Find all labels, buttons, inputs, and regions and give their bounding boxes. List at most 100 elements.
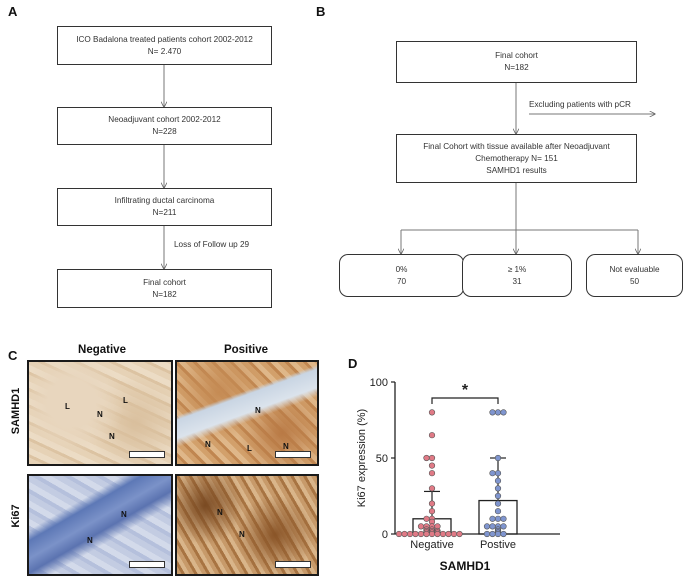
column-title-positive: Positive	[223, 344, 269, 356]
micrograph-ki67-negative: N N	[27, 474, 173, 576]
data-point	[494, 454, 502, 462]
outcome-value: 31	[512, 276, 522, 286]
box-line: N= 2.470	[147, 46, 182, 56]
data-point	[428, 462, 436, 469]
scale-bar	[129, 561, 165, 568]
tissue-mark: N	[205, 440, 211, 449]
data-point	[489, 515, 496, 522]
scale-bar	[275, 561, 311, 568]
panel-letter-d: D	[348, 356, 358, 371]
tissue-mark: L	[247, 444, 252, 453]
scale-bar	[129, 451, 165, 458]
data-point	[428, 530, 436, 538]
flow-box-final-cohort-b: Final cohort N=182	[396, 41, 637, 83]
data-point	[500, 523, 507, 530]
column-title-negative: Negative	[78, 344, 126, 356]
data-point	[417, 523, 425, 530]
data-point	[445, 530, 452, 538]
data-point	[489, 530, 496, 538]
data-point	[412, 530, 419, 538]
data-point	[494, 485, 502, 492]
x-tick-label: Postive	[480, 539, 516, 551]
data-point	[434, 530, 441, 538]
tissue-mark: N	[217, 508, 223, 517]
data-point	[417, 530, 425, 538]
data-point	[401, 530, 408, 538]
tissue-mark: L	[123, 396, 128, 405]
data-point	[494, 515, 502, 522]
box-line: N=182	[504, 63, 529, 72]
box-line: N=211	[152, 208, 177, 217]
data-point	[406, 530, 414, 538]
data-point	[395, 530, 403, 538]
data-point	[500, 530, 507, 538]
data-point	[494, 530, 502, 538]
data-point	[428, 485, 436, 492]
x-axis-label: SAMHD1	[440, 559, 491, 573]
row-label-samhd1: SAMHD1	[10, 387, 22, 435]
data-point	[423, 530, 430, 538]
panel-letter-c: C	[8, 348, 18, 363]
data-point	[428, 432, 436, 439]
flowchart-connectors	[0, 65, 685, 340]
flow-box-final-cohort-a: Final cohort N=182	[57, 269, 272, 308]
micrograph-samhd1-positive: N N L N	[175, 360, 319, 466]
data-point	[494, 492, 502, 500]
y-tick-label: 0	[382, 529, 388, 541]
data-point	[489, 409, 496, 416]
data-point	[483, 523, 491, 530]
box-line: Final cohort	[495, 51, 538, 60]
data-point	[428, 409, 436, 416]
data-point	[500, 409, 507, 416]
box-line: N=228	[152, 127, 177, 136]
data-point	[494, 477, 502, 484]
panel-letter-a: A	[8, 4, 18, 19]
data-point	[500, 515, 507, 522]
box-line: Chemotherapy N= 151	[475, 153, 558, 163]
outcome-box-positive: ≥ 1% 31	[462, 254, 572, 297]
loss-followup-note: Loss of Follow up 29	[174, 240, 250, 249]
box-line: Infiltrating ductal carcinoma	[114, 196, 215, 205]
outcome-label: Not evaluable	[609, 264, 660, 274]
y-tick-label: 100	[370, 377, 388, 389]
tissue-mark: N	[255, 406, 261, 415]
data-point	[423, 454, 430, 462]
exclusion-note: Excluding patients with pCR	[529, 100, 631, 109]
panel-letter-b: B	[316, 4, 326, 19]
flow-box-ductal-carcinoma: Infiltrating ductal carcinoma N=211	[57, 188, 272, 226]
data-point	[494, 500, 502, 507]
box-line: SAMHD1 results	[486, 165, 547, 175]
data-point	[494, 409, 502, 416]
outcome-box-not-evaluable: Not evaluable 50	[586, 254, 683, 297]
data-point	[428, 508, 436, 515]
y-tick-label: 50	[376, 453, 388, 465]
box-line: N=182	[152, 289, 177, 299]
data-point	[483, 530, 491, 538]
outcome-label: 0%	[395, 264, 408, 274]
outcome-box-zero: 0% 70	[339, 254, 464, 297]
flow-box-tissue-available: Final Cohort with tissue available after…	[396, 134, 637, 183]
y-axis-label: Ki67 expression (%)	[356, 409, 368, 507]
significance-star: *	[462, 382, 469, 399]
row-label-ki67: Ki67	[10, 504, 22, 528]
data-point	[423, 515, 430, 522]
box-line: Final cohort	[143, 277, 186, 287]
data-point	[494, 470, 502, 477]
tissue-mark: N	[109, 432, 115, 441]
data-point	[489, 470, 496, 477]
data-point	[428, 500, 436, 507]
outcome-value: 50	[629, 276, 640, 286]
tissue-mark: N	[97, 410, 103, 419]
tissue-mark: N	[239, 530, 245, 539]
flow-box-neoadjuvant-cohort: Neoadjuvant cohort 2002-2012 N=228	[57, 107, 272, 145]
data-point	[428, 454, 436, 462]
box-line: Final Cohort with tissue available after…	[423, 141, 610, 151]
box-line: Neoadjuvant cohort 2002-2012	[108, 115, 221, 124]
outcome-label: ≥ 1%	[507, 264, 527, 274]
data-point	[428, 470, 436, 477]
data-point	[456, 530, 463, 538]
outcome-value: 70	[396, 276, 407, 286]
data-point	[489, 523, 496, 530]
significance-bracket	[431, 397, 499, 404]
